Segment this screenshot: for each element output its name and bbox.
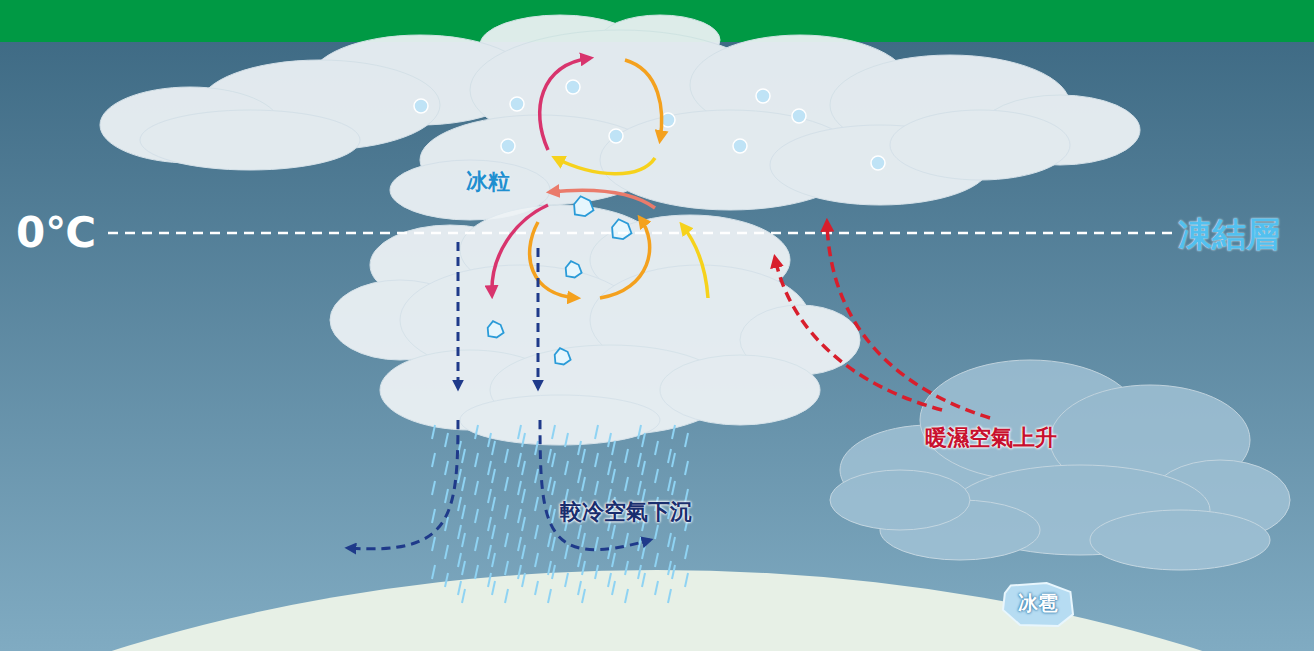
upper-cloud [100,15,1140,220]
grey-cloud [830,360,1290,570]
warm-air-label: 暖濕空氣上升 [925,423,1057,453]
lower-cloud [330,205,860,445]
freezing-line [108,232,1172,235]
temperature-label: 0℃ [16,208,96,257]
cool-air-label: 較冷空氣下沉 [560,497,692,527]
ice-particles [414,80,885,170]
ice-particle-label: 冰粒 [466,167,510,197]
freezing-level-label: 凍結層 [1178,212,1280,258]
circulation-arrows [492,58,708,298]
ground [0,570,1314,651]
hailstone-label: 冰雹 [1018,590,1058,617]
updraft-arrows [775,222,990,418]
hail-crystals [488,196,632,364]
hailstone: 冰雹 [1002,582,1074,627]
